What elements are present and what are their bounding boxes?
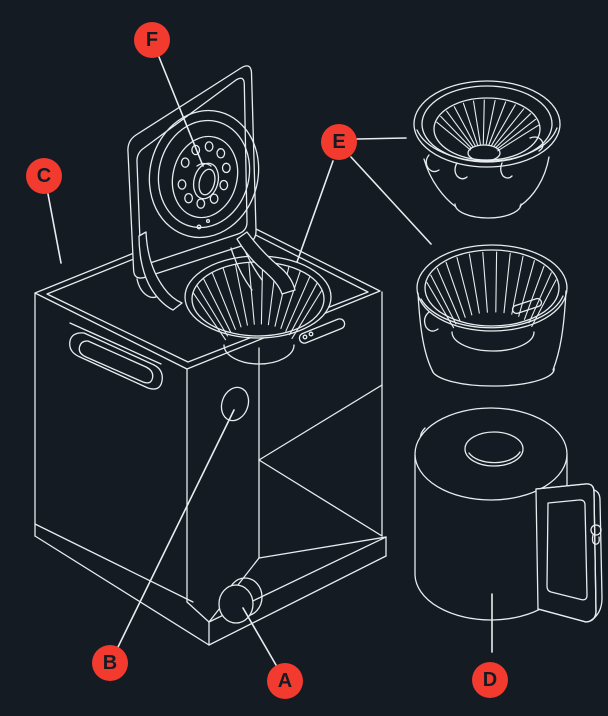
handle-lock-icon <box>591 525 601 544</box>
leader-f <box>159 57 203 166</box>
basket-clip <box>298 317 346 344</box>
callout-d-letter: D <box>482 669 498 691</box>
leader-e-cone <box>357 138 406 139</box>
water-outlet <box>190 161 222 202</box>
power-knob[interactable] <box>219 578 262 623</box>
carafe-handle[interactable] <box>536 484 602 622</box>
lid-panel <box>128 66 256 278</box>
leader-b <box>118 410 234 647</box>
filter-cone-illustration <box>414 81 560 218</box>
callout-f[interactable]: F <box>134 22 170 58</box>
carafe-opening <box>465 432 523 466</box>
leader-e-machine <box>297 161 333 262</box>
leader-lines <box>48 57 492 665</box>
basket-tab-left <box>425 312 438 331</box>
carafe-top <box>415 408 567 500</box>
leader-e-basket <box>351 157 431 244</box>
callout-b[interactable]: B <box>92 645 128 681</box>
carafe-illustration <box>415 408 602 622</box>
machine-illustration <box>35 66 386 645</box>
shower-disc <box>164 129 246 224</box>
filter-basket-illustration <box>417 245 567 386</box>
callout-a-letter: A <box>277 670 293 692</box>
machine-lid <box>128 66 272 298</box>
machine-body <box>35 292 386 645</box>
leader-a <box>243 608 276 665</box>
cone-tabs <box>426 137 543 179</box>
lid-hinges <box>139 232 295 310</box>
callout-e[interactable]: E <box>321 124 357 160</box>
callout-f-letter: F <box>145 29 159 51</box>
callout-e-letter: E <box>332 131 346 153</box>
callout-c-letter: C <box>36 165 52 187</box>
callout-d[interactable]: D <box>472 662 508 698</box>
water-window <box>217 384 253 425</box>
callout-a[interactable]: A <box>267 663 303 699</box>
shower-holes <box>178 142 230 208</box>
machine-handle-slot <box>70 323 163 389</box>
callout-c[interactable]: C <box>26 158 62 194</box>
callout-b-letter: B <box>102 652 118 674</box>
basket-tab-right <box>511 298 542 315</box>
leader-c <box>48 194 61 263</box>
